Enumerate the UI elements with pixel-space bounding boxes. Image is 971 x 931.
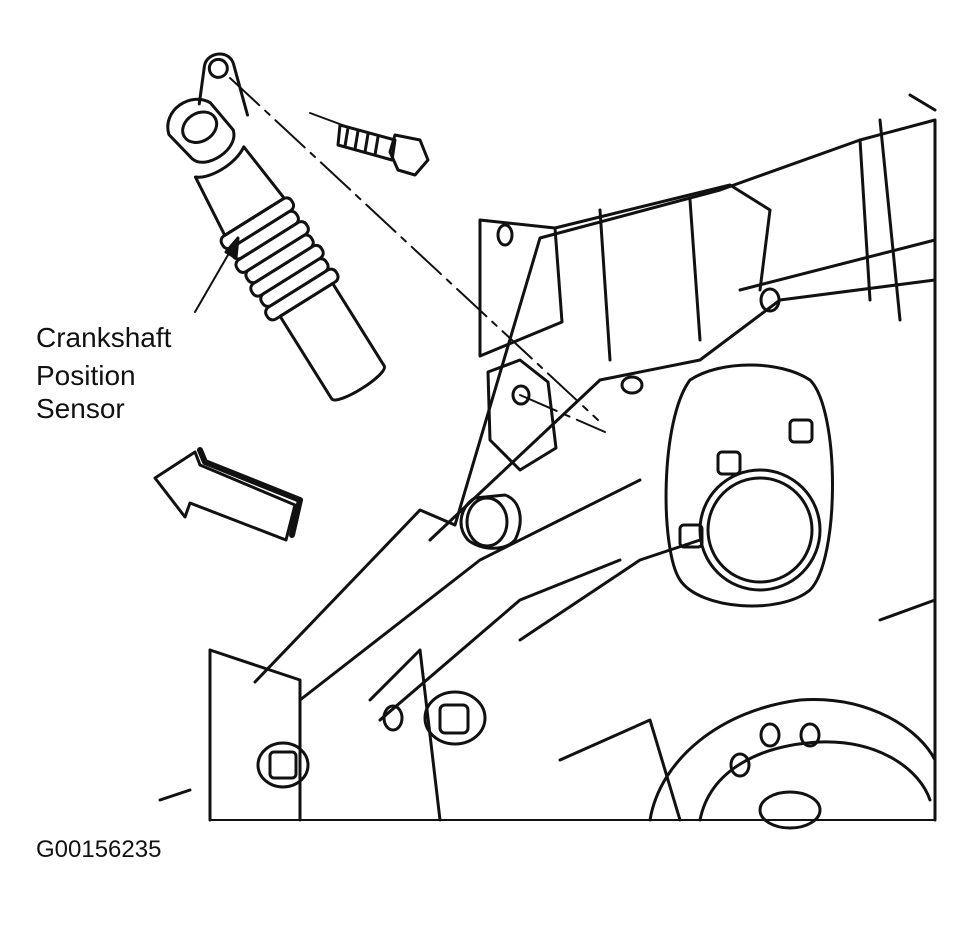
crankshaft-position-sensor [166, 52, 386, 402]
sensor-label-line3: Sensor [36, 393, 125, 424]
direction-arrow-icon [153, 447, 303, 542]
alignment-lines [229, 77, 606, 433]
engine-block [158, 93, 937, 830]
figure-id: G00156235 [36, 836, 162, 863]
sensor-label-line2: Position [36, 360, 136, 391]
sensor-label-line1: Crankshaft [36, 322, 172, 353]
callout-leader [194, 236, 240, 313]
bolt-icon [336, 123, 430, 177]
